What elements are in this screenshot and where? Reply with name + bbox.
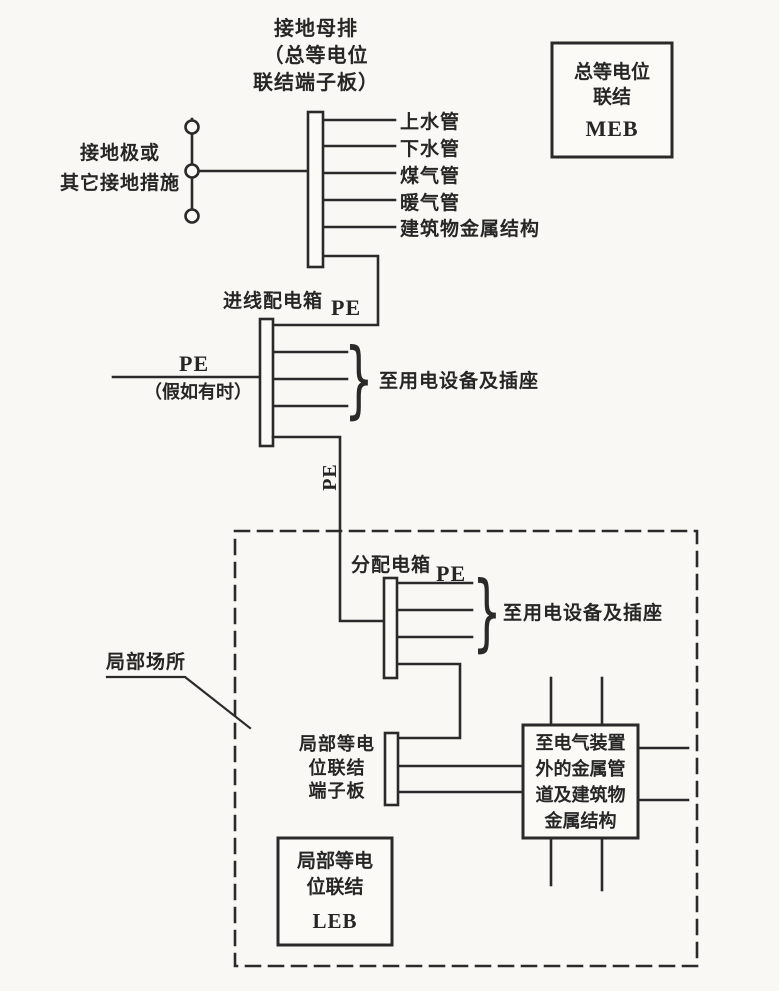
external-metal-line: 外的金属管 bbox=[535, 758, 626, 779]
distribution-loads-label: 至用电设备及插座 bbox=[503, 603, 664, 624]
incoming-loads-brace: } bbox=[344, 330, 374, 428]
ground-electrode-node bbox=[184, 119, 200, 135]
incoming-panel-bar-shape bbox=[258, 317, 275, 448]
distribution-panel-label: 分配电箱 bbox=[351, 555, 432, 576]
external-metal-line: 道及建筑物 bbox=[535, 784, 626, 805]
local-area-label: 局部场所 bbox=[106, 652, 187, 673]
incoming-panel-label: 进线配电箱 bbox=[223, 291, 324, 312]
dist-to-local-bar-line bbox=[395, 662, 462, 740]
pe-riser-label: PE bbox=[319, 463, 341, 491]
meb-legend-line: 总等电位 bbox=[573, 61, 650, 83]
ground-electrode-label: 接地极或 其它接地措施 bbox=[55, 139, 185, 199]
incoming-pe-left-label: PE bbox=[179, 351, 210, 376]
leb-abbr: LEB bbox=[312, 909, 358, 933]
branch-label-gas: 煤气管 bbox=[400, 166, 461, 187]
distribution-panel-bar-shape bbox=[382, 576, 399, 680]
ground-electrode-label-line: 其它接地措施 bbox=[59, 173, 180, 194]
main-bar-title-line: （总等电位 bbox=[263, 45, 369, 67]
meb-legend-text: 总等电位 联结 MEB bbox=[552, 43, 672, 157]
local-area-boundary bbox=[233, 529, 699, 968]
local-bonding-bar-label: 局部等电 位联结 端子板 bbox=[296, 733, 378, 804]
incoming-pe-top-label: PE bbox=[331, 295, 362, 320]
pe-riser-line bbox=[271, 435, 386, 623]
ground-electrode-label-line: 接地极或 bbox=[79, 143, 160, 164]
ground-electrode-node bbox=[184, 208, 200, 224]
leb-legend-line: 局部等电 bbox=[296, 851, 373, 872]
branch-label-structure: 建筑物金属结构 bbox=[400, 219, 541, 240]
external-metal-line: 金属结构 bbox=[544, 810, 617, 831]
local-bonding-bar-label-line: 端子板 bbox=[308, 781, 366, 801]
main-bar-title: 接地母排 （总等电位 联结端子板） bbox=[237, 16, 395, 97]
incoming-loads-label: 至用电设备及插座 bbox=[379, 371, 540, 392]
leb-legend-text: 局部等电 位联结 LEB bbox=[278, 838, 392, 945]
leb-legend-box-shape bbox=[276, 836, 394, 947]
local-bonding-bar-label-line: 位联结 bbox=[308, 757, 366, 778]
external-metal-box-text: 至电气装置 外的金属管 道及建筑物 金属结构 bbox=[523, 725, 638, 838]
distribution-loads-brace: } bbox=[472, 563, 502, 661]
main-bar-title-line: 接地母排 bbox=[274, 18, 358, 40]
branch-label-drain: 下水管 bbox=[400, 139, 461, 160]
local-bonding-bar-shape bbox=[383, 731, 400, 807]
main-bar-title-line: 联结端子板） bbox=[253, 72, 379, 94]
external-metal-line: 至电气装置 bbox=[535, 732, 626, 753]
main-bonding-bar-shape bbox=[306, 110, 325, 269]
meb-legend-line: 联结 bbox=[592, 86, 631, 108]
leb-legend-line: 位联结 bbox=[306, 877, 364, 898]
branch-label-heating: 暖气管 bbox=[400, 193, 461, 214]
main-bar-to-incoming-pe-line bbox=[271, 254, 380, 327]
distribution-pe-label: PE bbox=[436, 561, 467, 586]
meb-abbr: MEB bbox=[585, 115, 639, 141]
branch-label-water-supply: 上水管 bbox=[400, 112, 461, 133]
external-metal-box-shape bbox=[521, 723, 640, 840]
ground-electrode-node bbox=[184, 163, 200, 179]
meb-legend-box-shape bbox=[550, 41, 674, 159]
local-bonding-bar-label-line: 局部等电 bbox=[299, 734, 375, 754]
incoming-pe-left-note: （假如有时） bbox=[144, 382, 252, 402]
local-area-leader-line bbox=[105, 675, 252, 730]
